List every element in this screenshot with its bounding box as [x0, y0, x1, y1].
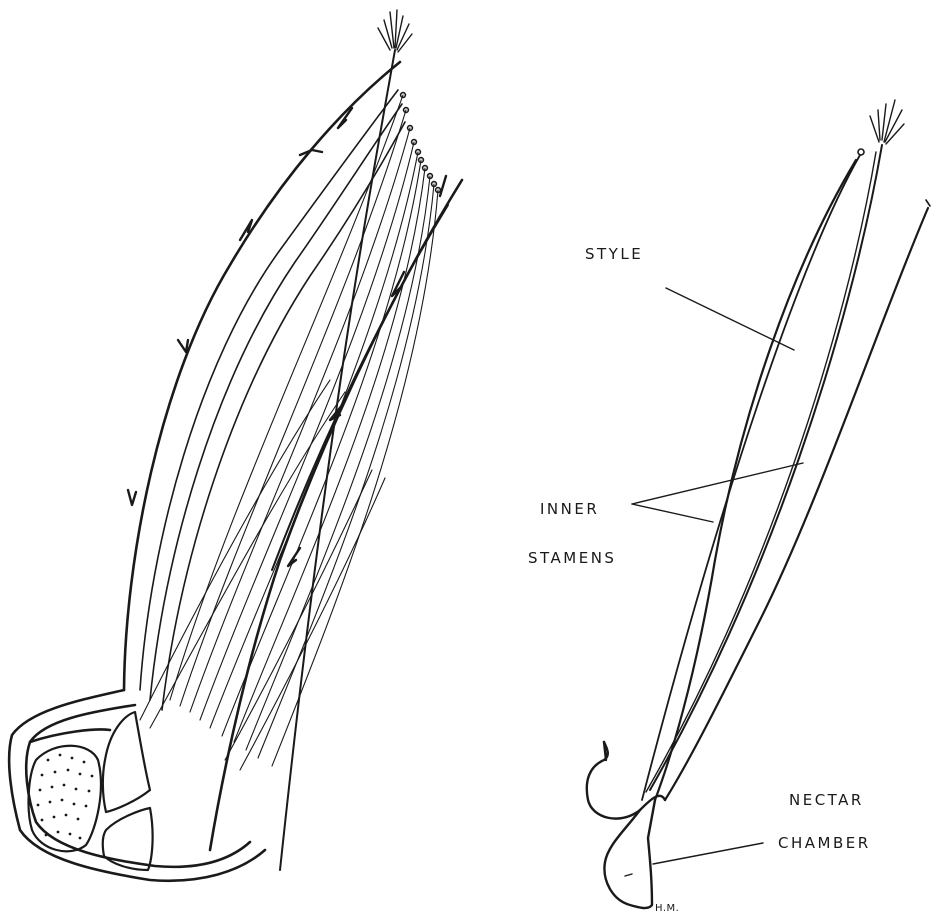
left-filaments	[140, 95, 438, 770]
left-ovary-dots	[37, 754, 94, 840]
label-inner: INNER	[540, 500, 599, 518]
left-base-cells	[103, 712, 153, 870]
left-style-brush	[378, 10, 412, 52]
right-style	[650, 145, 882, 790]
label-style: STYLE	[585, 245, 643, 263]
left-ovary-chamber	[29, 746, 101, 852]
label-chamber: CHAMBER	[778, 834, 871, 852]
inner-stamen-pointer-1	[632, 463, 803, 504]
label-nectar: NECTAR	[789, 791, 864, 809]
right-inner-stamen	[642, 155, 860, 800]
right-style-brush	[870, 100, 904, 144]
inner-stamen-pointer-2	[632, 504, 713, 522]
left-tepal-teeth	[128, 108, 352, 505]
left-style	[280, 50, 395, 870]
left-inner-tepals	[140, 90, 405, 710]
chamber-pointer	[653, 843, 763, 864]
artist-initials: H.M.	[655, 903, 679, 914]
right-base	[587, 742, 665, 908]
label-stamens: STAMENS	[528, 549, 616, 567]
right-outer-tepal	[655, 160, 856, 800]
right-section-drawing	[587, 100, 930, 908]
left-flower-drawing	[9, 10, 462, 881]
left-anthers	[401, 93, 441, 193]
style-pointer	[666, 288, 794, 350]
